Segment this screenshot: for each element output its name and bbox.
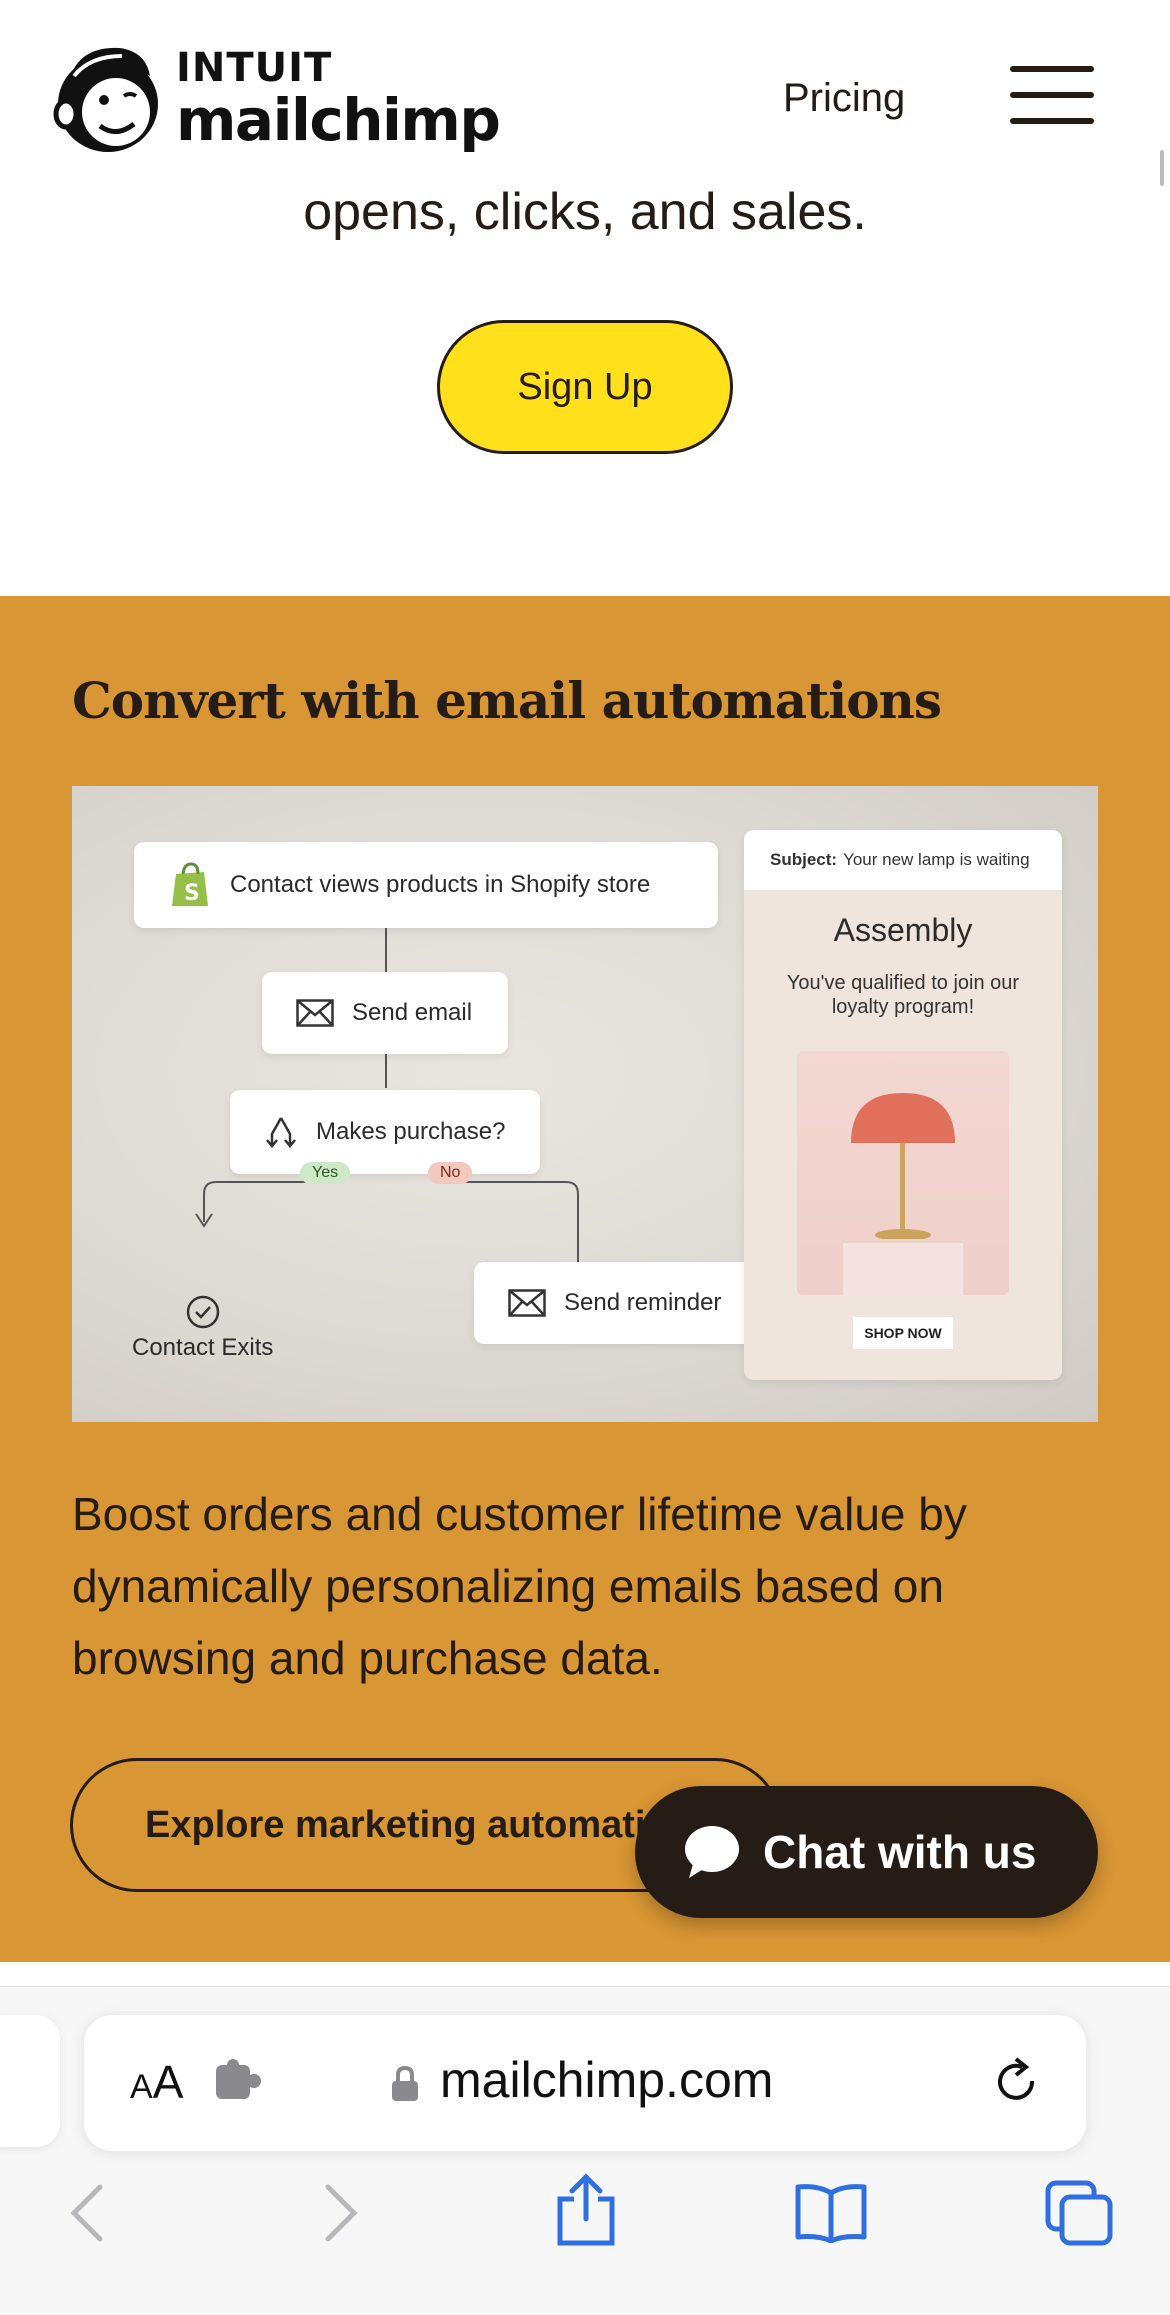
chat-with-us-button[interactable]: Chat with us — [635, 1786, 1098, 1918]
back-icon[interactable] — [66, 2183, 110, 2243]
email-preview: Subject: Your new lamp is waiting Assemb… — [744, 830, 1062, 1380]
email-automations-section: Convert with email automations S Contact… — [0, 596, 1170, 1962]
envelope-icon — [508, 1289, 546, 1317]
hamburger-menu-icon[interactable] — [1010, 66, 1094, 124]
browser-chrome: AA mailchimp.com — [0, 1986, 1170, 2315]
share-icon[interactable] — [554, 2173, 618, 2247]
chat-label: Chat with us — [763, 1826, 1037, 1878]
chat-bubble-icon — [683, 1824, 741, 1880]
send-email-card: Send email — [262, 972, 508, 1054]
text-size-icon[interactable]: AA — [130, 2056, 184, 2108]
reload-icon[interactable] — [992, 2055, 1042, 2109]
trigger-card: S Contact views products in Shopify stor… — [134, 842, 718, 928]
subject-label: Subject: — [770, 850, 838, 869]
decision-label: Makes purchase? — [316, 1118, 506, 1145]
envelope-icon — [296, 999, 334, 1027]
shopify-icon: S — [170, 862, 212, 908]
bookmarks-icon[interactable] — [794, 2183, 868, 2243]
send-email-label: Send email — [352, 999, 473, 1026]
section-body: Boost orders and customer lifetime value… — [72, 1488, 967, 1684]
pricing-link[interactable]: Pricing — [783, 76, 906, 120]
send-reminder-label: Send reminder — [564, 1289, 722, 1316]
send-reminder-card: Send reminder — [474, 1262, 764, 1344]
freddie-logo-icon — [53, 47, 158, 152]
split-arrows-icon — [264, 1116, 298, 1148]
brand-mailchimp: mailchimp — [176, 86, 501, 154]
extension-icon[interactable] — [214, 2059, 264, 2103]
no-pill: No — [428, 1162, 473, 1184]
trigger-label: Contact views products in Shopify store — [230, 871, 651, 898]
email-subject: Subject: Your new lamp is waiting — [744, 830, 1062, 890]
menu-bar — [1010, 66, 1094, 72]
contact-exits: Contact Exits — [132, 1294, 273, 1362]
menu-bar — [1010, 92, 1094, 98]
shop-now-button: SHOP NOW — [853, 1317, 953, 1349]
site-header: INTUIT mailchimp Pricing — [0, 0, 1170, 190]
menu-bar — [1010, 118, 1094, 124]
email-message: You've qualified to join our loyalty pro… — [786, 972, 1020, 1018]
svg-text:S: S — [184, 881, 200, 906]
section-title: Convert with email automations — [72, 671, 942, 730]
address-bar[interactable]: AA mailchimp.com — [84, 2015, 1086, 2151]
decision-card: Makes purchase? — [230, 1090, 540, 1174]
brand-intuit: INTUIT — [176, 45, 333, 91]
email-brand: Assembly — [833, 912, 973, 948]
exit-label: Contact Exits — [132, 1334, 274, 1361]
yes-pill: Yes — [300, 1162, 351, 1184]
connector-line — [385, 1050, 387, 1088]
mailchimp-logo[interactable]: INTUIT mailchimp — [50, 38, 501, 158]
lamp-icon — [843, 1093, 963, 1295]
lamp-photo — [797, 1051, 1009, 1295]
tabs-icon[interactable] — [1044, 2179, 1114, 2247]
previous-tab-peek[interactable] — [0, 2015, 60, 2147]
connector-line — [385, 928, 387, 972]
automation-illustration: S Contact views products in Shopify stor… — [72, 786, 1098, 1422]
page-scrollbar[interactable] — [1160, 150, 1164, 186]
subject-text: Your new lamp is waiting — [843, 850, 1030, 869]
lock-icon — [392, 2065, 418, 2101]
check-circle-icon — [186, 1295, 219, 1329]
url-text: mailchimp.com — [440, 2052, 774, 2108]
forward-icon[interactable] — [318, 2183, 362, 2243]
sign-up-button[interactable]: Sign Up — [437, 320, 733, 454]
hero-text: opens, clicks, and sales. — [303, 183, 867, 241]
